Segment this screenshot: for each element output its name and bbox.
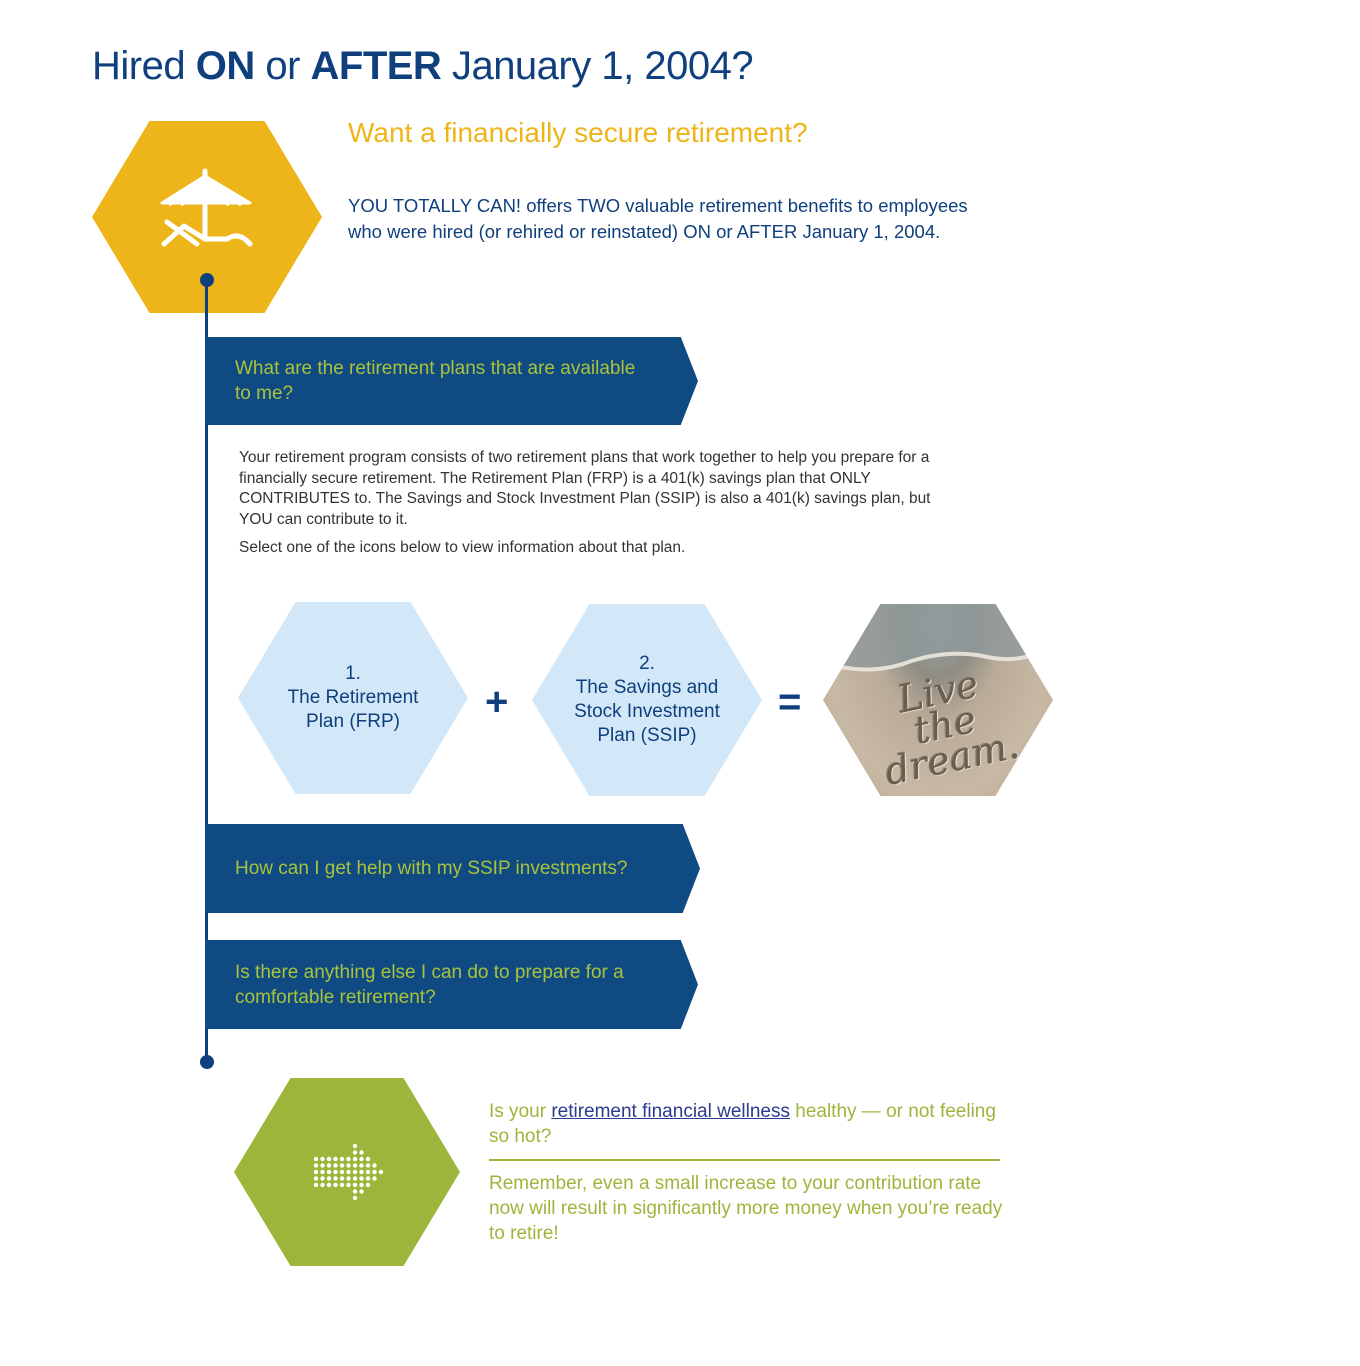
arrow-dot [326, 1182, 332, 1188]
program-paragraph: Your retirement program consists of two … [239, 449, 931, 528]
arrow-dot [313, 1169, 319, 1175]
wellness-q-prefix: Is your [489, 1101, 552, 1122]
arrow-dot [372, 1176, 377, 1181]
arrow-dot [346, 1169, 351, 1175]
title-prefix: Hired [92, 44, 196, 88]
arrow-dot [352, 1182, 358, 1188]
arrow-dot [352, 1143, 358, 1149]
arrow-dot [333, 1156, 338, 1162]
timeline-dot-bottom [200, 1055, 214, 1069]
arrow-dot [326, 1176, 332, 1181]
arrow-dot [346, 1163, 351, 1168]
arrow-dot [313, 1176, 319, 1181]
wellness-question: Is your retirement financial wellness he… [489, 1099, 999, 1149]
program-description: Your retirement program consists of two … [239, 448, 959, 567]
arrow-dot [352, 1163, 358, 1168]
frp-label-line1: The Retirement [287, 687, 419, 708]
arrow-dot [352, 1156, 358, 1162]
arrow-dot [339, 1163, 345, 1168]
arrow-dot [333, 1182, 338, 1188]
arrow-dot [365, 1163, 371, 1168]
arrow-dot [352, 1150, 358, 1155]
arrow-dot [359, 1169, 364, 1175]
arrow-dot [378, 1169, 384, 1175]
ssip-label-line2: Stock Investment [574, 701, 720, 722]
arrow-dot [359, 1182, 364, 1188]
arrow-dot [320, 1176, 325, 1181]
arrow-dot [359, 1150, 364, 1155]
arrow-dot [333, 1163, 338, 1168]
frp-label-line2: Plan (FRP) [306, 711, 400, 732]
plus-sign: + [485, 680, 509, 724]
arrow-dot [346, 1156, 351, 1162]
arrow-dot [352, 1169, 358, 1175]
frp-plan-button[interactable]: 1. The Retirement Plan (FRP) [238, 602, 468, 794]
arrow-dot [320, 1169, 325, 1175]
wellness-divider [489, 1159, 1000, 1161]
wellness-hexagon [234, 1078, 460, 1266]
plans-available-label: What are the retirement plans that are a… [235, 358, 636, 404]
title-suffix: January 1, 2004? [441, 44, 754, 88]
arrow-dot [320, 1163, 325, 1168]
ssip-plan-button[interactable]: 2. The Savings and Stock Investment Plan… [532, 604, 762, 796]
arrow-dot [333, 1169, 338, 1175]
arrow-dot [359, 1176, 364, 1181]
ssip-help-banner[interactable]: How can I get help with my SSIP investme… [205, 824, 700, 913]
arrow-dot [339, 1176, 345, 1181]
retirement-question-heading: Want a financially secure retirement? [348, 117, 808, 148]
arrow-dot [365, 1169, 371, 1175]
arrow-dot [326, 1169, 332, 1175]
arrow-dot [346, 1182, 351, 1188]
beach-umbrella-icon [160, 168, 253, 247]
arrow-dot [326, 1163, 332, 1168]
ssip-help-label: How can I get help with my SSIP investme… [235, 858, 628, 879]
arrow-dot [313, 1156, 319, 1162]
timeline-line [205, 279, 208, 1062]
arrow-dot [313, 1163, 319, 1168]
arrow-dot [339, 1169, 345, 1175]
title-after: AFTER [310, 44, 442, 88]
financial-wellness-link[interactable]: retirement financial wellness [551, 1101, 790, 1122]
arrow-dot [372, 1169, 377, 1175]
ssip-label-line3: Plan (SSIP) [597, 725, 697, 746]
arrow-dot [339, 1156, 345, 1162]
arrow-dot [320, 1156, 325, 1162]
frp-number: 1. [345, 663, 361, 684]
arrow-dot [359, 1189, 364, 1194]
intro-text: YOU TOTALLY CAN! offers TWO valuable ret… [348, 195, 968, 242]
plans-available-banner[interactable]: What are the retirement plans that are a… [205, 337, 698, 425]
arrow-dot [326, 1156, 332, 1162]
program-instruction: Select one of the icons below to view in… [239, 539, 686, 556]
arrow-dot [372, 1163, 377, 1168]
arrow-dot [365, 1176, 371, 1181]
live-the-dream-image: Live the dream. [823, 604, 1053, 796]
arrow-dot [359, 1156, 364, 1162]
wave-foam [823, 604, 1053, 672]
ssip-number: 2. [639, 653, 655, 674]
timeline-dot-top [200, 273, 214, 287]
arrow-dot [352, 1176, 358, 1181]
arrow-dot [352, 1195, 358, 1201]
arrow-dot [352, 1189, 358, 1194]
arrow-dot [333, 1176, 338, 1181]
page-title: Hired ON or AFTER January 1, 2004? [92, 44, 754, 89]
dotted-arrow-icon [313, 1143, 384, 1201]
arrow-dot [346, 1176, 351, 1181]
wellness-tip: Remember, even a small increase to your … [489, 1173, 1003, 1244]
arrow-dot [339, 1182, 345, 1188]
arrow-dot [365, 1156, 371, 1162]
anything-else-label: Is there anything else I can do to prepa… [235, 961, 624, 1008]
title-on: ON [195, 44, 256, 88]
arrow-dot [320, 1182, 325, 1188]
arrow-dot [359, 1163, 364, 1168]
title-or: or [254, 44, 311, 88]
equals-sign: = [778, 680, 802, 724]
ssip-label-line1: The Savings and [575, 677, 719, 698]
wellness-q-suffix: healthy — or not feeling so hot? [489, 1101, 996, 1147]
arrow-dot [365, 1182, 371, 1188]
arrow-dot [313, 1182, 319, 1188]
anything-else-banner[interactable]: Is there anything else I can do to prepa… [205, 940, 698, 1029]
